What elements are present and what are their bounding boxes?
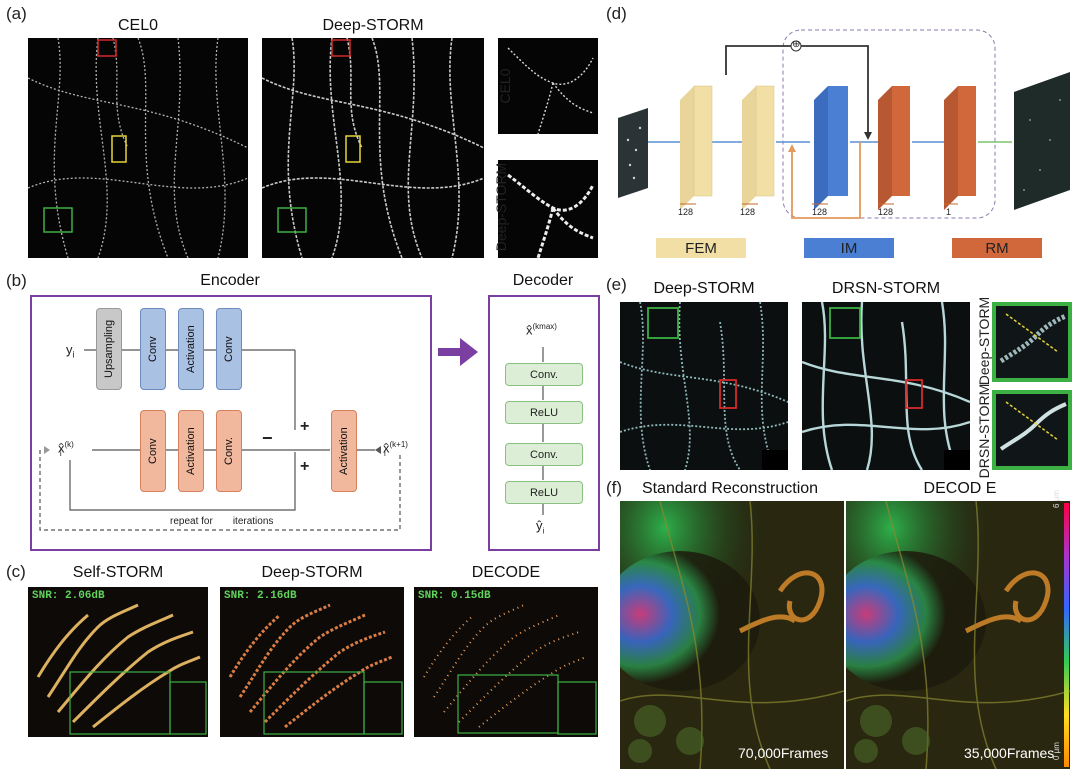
channels-1: 128 xyxy=(678,207,694,217)
snr-deep-storm: SNR: 2.16dB xyxy=(224,590,297,602)
cel0-inset xyxy=(498,38,598,134)
panel-e-title-left: Deep-STORM xyxy=(653,280,755,297)
legend-fem: FEM xyxy=(656,238,746,258)
decoder-conv-2: Conv. xyxy=(505,443,583,466)
panel-e-label: (e) xyxy=(606,275,627,294)
plus-sign-bottom: + xyxy=(300,458,310,475)
channels-2: 128 xyxy=(740,207,756,217)
deep-storm-inset-e xyxy=(992,302,1072,382)
decoder-relu-2: ReLU xyxy=(505,481,583,504)
deep-storm-image-c xyxy=(220,587,404,737)
drsn-storm-image-e xyxy=(802,302,970,470)
minus-sign: − xyxy=(262,428,273,448)
plus-circle-icon: ⊕ xyxy=(792,39,801,50)
decoder-output: ŷi xyxy=(536,518,545,536)
standard-reconstruction-image xyxy=(620,501,844,769)
panel-e-title-right: DRSN-STORM xyxy=(831,280,941,297)
frames-right: 35,000Frames xyxy=(964,745,1055,761)
deep-storm-green-roi xyxy=(277,207,307,233)
legend-rm: RM xyxy=(952,238,1042,258)
output-x-k1: x̂(k+1)i xyxy=(383,440,408,458)
panel-a-label: (a) xyxy=(6,4,27,23)
cel0-image xyxy=(28,38,248,258)
panel-e-inset-top-label: Deep-STORM xyxy=(976,296,992,386)
snr-self-storm: SNR: 2.06dB xyxy=(32,590,105,602)
decode-image-c xyxy=(414,587,598,737)
encoder-frame xyxy=(30,295,432,551)
panel-d-label: (d) xyxy=(606,4,627,23)
cel0-red-roi xyxy=(97,39,117,57)
im-dashed-region xyxy=(782,29,996,219)
channels-5: 1 xyxy=(946,207,952,217)
panel-a-title-right: Deep-STORM xyxy=(322,17,424,34)
deep-storm-filaments-a xyxy=(262,38,484,258)
deep-storm-inset-a xyxy=(498,160,598,258)
arrow-right-icon xyxy=(438,338,478,366)
legend-im: IM xyxy=(804,238,894,258)
panel-c-title-2: Deep-STORM xyxy=(261,564,363,581)
fem-block-2 xyxy=(755,85,775,197)
plus-sign-top: + xyxy=(300,418,310,435)
deep-storm-image-e xyxy=(620,302,788,470)
panel-f-title-right: DECOD E xyxy=(923,480,997,497)
panel-e-inset-bottom-label: DRSN-STORM xyxy=(976,383,992,479)
rm-block-2 xyxy=(958,86,976,196)
cel0-yellow-roi xyxy=(111,135,127,163)
colorbar-top-label: 6 μm xyxy=(1052,490,1061,508)
decoder-frame xyxy=(488,295,600,551)
decoder-title: Decoder xyxy=(512,272,574,289)
decoder-conv-1: Conv. xyxy=(505,363,583,386)
panel-c-label: (c) xyxy=(6,562,26,581)
deep-storm-image-a xyxy=(262,38,484,258)
rm-block-1 xyxy=(892,86,910,196)
fem-block-1 xyxy=(693,85,713,197)
input-y: yi xyxy=(66,342,75,360)
deep-storm-yellow-roi xyxy=(345,135,361,163)
panel-b-label: (b) xyxy=(6,271,27,290)
im-block xyxy=(828,86,848,196)
decoder-input: x̂(kmax) xyxy=(526,322,557,338)
cel0-filaments xyxy=(28,38,248,258)
channels-4: 128 xyxy=(878,207,894,217)
decoder-relu-1: ReLU xyxy=(505,401,583,424)
input-frame xyxy=(618,108,648,198)
cel0-green-roi xyxy=(43,207,73,233)
panel-f-label: (f) xyxy=(606,478,623,497)
channels-3: 128 xyxy=(812,207,828,217)
panel-f-title-left: Standard Reconstruction xyxy=(641,480,819,497)
decode-image-f xyxy=(846,501,1070,769)
panel-c-title-1: Self-STORM xyxy=(72,564,164,581)
panel-a-title-left: CEL0 xyxy=(117,17,159,34)
snr-decode: SNR: 0.15dB xyxy=(418,590,491,602)
drsn-storm-inset-e xyxy=(992,390,1072,470)
output-frame xyxy=(1014,72,1070,210)
input-x-k: x̂(k)i xyxy=(58,440,74,458)
panel-c-title-3: DECODE xyxy=(471,564,541,581)
frames-left: 70,000Frames xyxy=(738,745,829,761)
deep-storm-red-roi xyxy=(331,39,351,57)
encoder-title: Encoder xyxy=(200,272,260,289)
depth-colorbar xyxy=(1064,503,1069,767)
self-storm-image xyxy=(28,587,208,737)
